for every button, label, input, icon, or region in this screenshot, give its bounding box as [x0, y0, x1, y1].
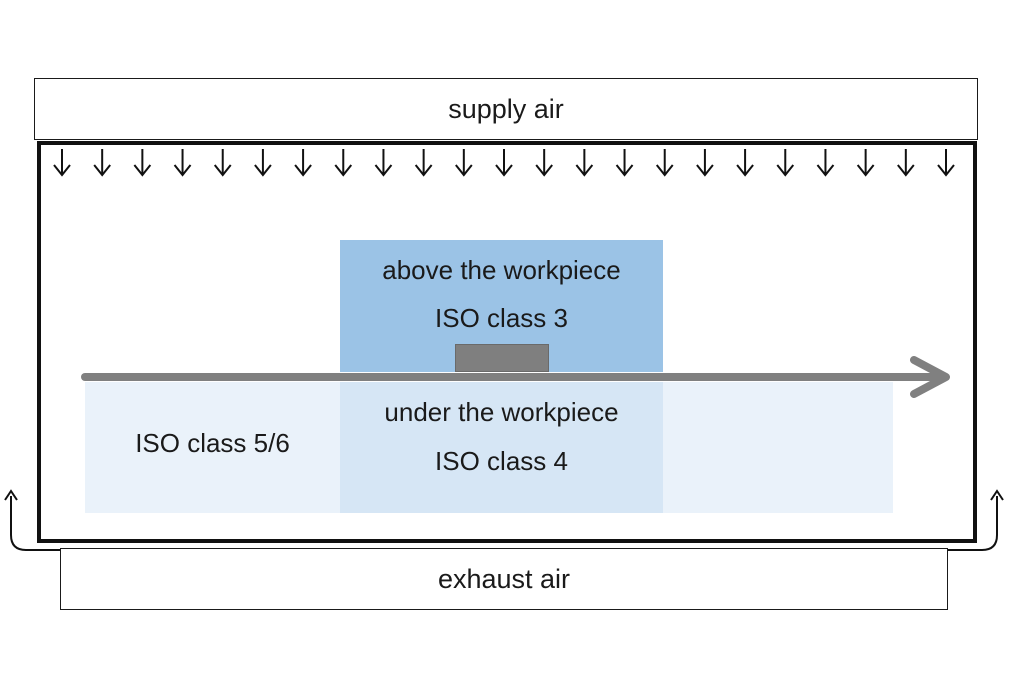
down-arrow-icon [575, 149, 594, 177]
exhaust-arrow-right [948, 489, 1004, 551]
exhaust-arrow-left [4, 489, 60, 551]
supply-air-label: supply air [448, 93, 564, 124]
down-arrow-icon [615, 149, 634, 177]
workpiece [455, 344, 549, 372]
down-arrow-icon [655, 149, 674, 177]
down-arrow-icon [133, 149, 152, 177]
down-arrow-icon [414, 149, 433, 177]
transport-arrow [81, 356, 950, 398]
down-arrow-icon [53, 149, 71, 177]
down-arrow-icon [213, 149, 232, 177]
down-arrow-icon [776, 149, 795, 177]
down-arrow-icon [897, 149, 915, 177]
down-arrow-icon [535, 149, 553, 177]
surrounding-iso-class: ISO class 5/6 [135, 428, 290, 458]
down-arrow-icon [374, 149, 393, 177]
above-workpiece-label: above the workpiece [382, 255, 621, 285]
supply-air-box: supply air [34, 78, 978, 140]
above-workpiece-iso-class: ISO class 3 [435, 303, 568, 333]
down-arrow-icon [856, 149, 875, 177]
down-arrow-icon [93, 149, 111, 177]
clean-chamber [37, 141, 977, 543]
under-workpiece-zone [340, 382, 663, 513]
under-workpiece-label: under the workpiece [384, 397, 619, 427]
down-arrow-icon [495, 149, 513, 177]
supply-air-arrows [53, 149, 955, 177]
exhaust-air-label: exhaust air [437, 563, 571, 594]
down-arrow-icon [254, 149, 272, 177]
exhaust-air-box: exhaust air [60, 548, 948, 610]
down-arrow-icon [173, 149, 192, 177]
down-arrow-icon [816, 149, 835, 177]
down-arrow-icon [696, 149, 714, 177]
down-arrow-icon [736, 149, 754, 177]
down-arrow-icon [455, 149, 473, 177]
down-arrow-icon [294, 149, 312, 177]
down-arrow-icon [937, 149, 955, 177]
down-arrow-icon [334, 149, 353, 177]
under-workpiece-iso-class: ISO class 4 [435, 446, 568, 476]
